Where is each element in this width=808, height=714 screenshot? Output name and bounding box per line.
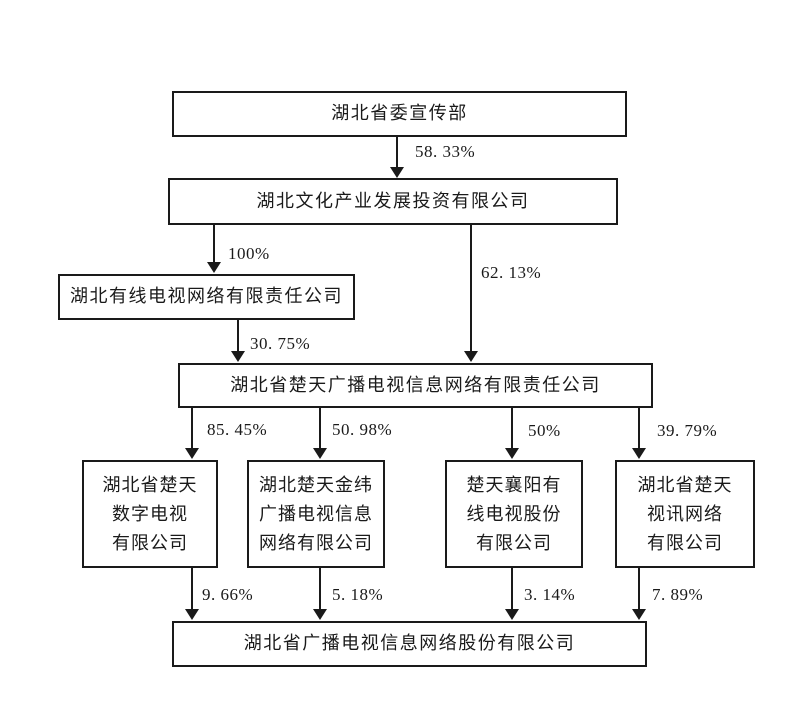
edge-shixun-to-listed [632, 568, 646, 620]
arrow-down-icon [313, 609, 327, 620]
arrow-down-icon [464, 351, 478, 362]
edge-cable-to-chutian [231, 320, 245, 362]
node-chutian-digital-tv: 湖北省楚天 数字电视 有限公司 [82, 460, 218, 568]
node-hubei-cable-tv: 湖北有线电视网络有限责任公司 [58, 274, 355, 320]
connector-line [638, 568, 640, 611]
connector-line [191, 568, 193, 611]
node-label-line: 广播电视信息 [259, 503, 373, 524]
node-label-line: 楚天襄阳有 [466, 474, 562, 495]
percent-label-chutian-to-jinwei: 50. 98% [332, 420, 393, 439]
arrow-down-icon [390, 167, 404, 178]
connector-line [319, 408, 321, 450]
node-label-line: 湖北省楚天 [102, 474, 198, 495]
node-label-line: 数字电视 [112, 503, 188, 524]
percent-label-digital-to-listed: 9. 66% [202, 585, 254, 604]
percent-label-cable-to-chutian: 30. 75% [250, 334, 311, 353]
node-label-line: 有限公司 [476, 532, 552, 553]
node-hubei-broadcast-shares: 湖北省广播电视信息网络股份有限公司 [172, 621, 647, 667]
node-label-line: 湖北省楚天 [637, 474, 733, 495]
node-chutian-xiangyang: 楚天襄阳有 线电视股份 有限公司 [445, 460, 583, 568]
arrow-down-icon [505, 609, 519, 620]
percent-label-jinwei-to-listed: 5. 18% [332, 585, 384, 604]
node-hubei-culture-investment: 湖北文化产业发展投资有限公司 [168, 178, 618, 225]
connector-line [213, 225, 215, 264]
edge-digital-to-listed [185, 568, 199, 620]
node-chutian-info-network: 湖北省楚天广播电视信息网络有限责任公司 [178, 363, 653, 408]
connector-line [511, 568, 513, 611]
percent-label-chutian-to-xiangyang: 50% [528, 421, 561, 440]
node-chutian-shixun: 湖北省楚天 视讯网络 有限公司 [615, 460, 755, 568]
percent-label-xiangyang-to-listed: 3. 14% [524, 585, 576, 604]
percent-label-dept-to-culture: 58. 33% [415, 142, 476, 161]
edge-dept-to-culture [390, 137, 404, 178]
percent-label-culture-to-chutian: 62. 13% [481, 263, 542, 282]
arrow-down-icon [632, 448, 646, 459]
node-label: 湖北文化产业发展投资有限公司 [256, 190, 530, 211]
node-label-line: 湖北楚天金纬 [259, 474, 373, 495]
node-label: 湖北省委宣传部 [331, 103, 468, 124]
node-label-line: 有限公司 [647, 532, 723, 553]
edge-chutian-to-digital [185, 408, 199, 459]
connector-line [511, 408, 513, 450]
connector-line [237, 320, 239, 353]
arrow-down-icon [632, 609, 646, 620]
arrow-down-icon [185, 448, 199, 459]
node-label: 湖北有线电视网络有限责任公司 [70, 286, 343, 307]
edge-culture-to-chutian [464, 225, 478, 362]
arrow-down-icon [231, 351, 245, 362]
node-label: 湖北省楚天广播电视信息网络有限责任公司 [230, 374, 601, 395]
node-label-line: 网络有限公司 [259, 532, 373, 553]
edge-chutian-to-shixun [632, 408, 646, 459]
connector-line [396, 137, 398, 169]
node-label-line: 视讯网络 [647, 503, 723, 524]
node-label-line: 有限公司 [112, 532, 188, 553]
arrow-down-icon [313, 448, 327, 459]
arrow-down-icon [185, 609, 199, 620]
percent-label-chutian-to-digital: 85. 45% [207, 420, 268, 439]
arrow-down-icon [505, 448, 519, 459]
connector-line [191, 408, 193, 450]
edge-jinwei-to-listed [313, 568, 327, 620]
edge-culture-to-cable [207, 225, 221, 273]
edge-chutian-to-jinwei [313, 408, 327, 459]
connector-line [319, 568, 321, 611]
edge-chutian-to-xiangyang [505, 408, 519, 459]
percent-label-chutian-to-shixun: 39. 79% [657, 421, 718, 440]
node-hubei-propaganda-dept: 湖北省委宣传部 [172, 91, 627, 137]
percent-label-culture-to-cable: 100% [228, 244, 270, 263]
edge-xiangyang-to-listed [505, 568, 519, 620]
connector-line [638, 408, 640, 450]
node-label-line: 线电视股份 [466, 503, 562, 524]
node-chutian-jinwei: 湖北楚天金纬 广播电视信息 网络有限公司 [247, 460, 385, 568]
node-label: 湖北省广播电视信息网络股份有限公司 [243, 633, 576, 654]
percent-label-shixun-to-listed: 7. 89% [652, 585, 704, 604]
arrow-down-icon [207, 262, 221, 273]
connector-line [470, 225, 472, 353]
